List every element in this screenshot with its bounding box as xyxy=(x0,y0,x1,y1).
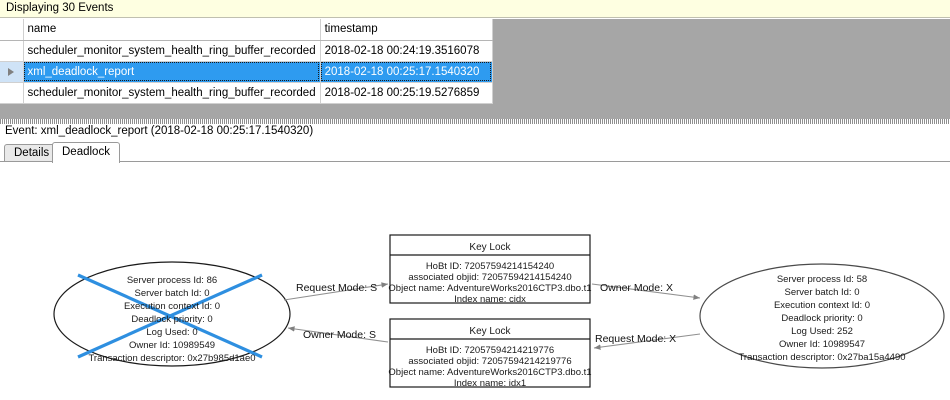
event-header: Event: xml_deadlock_report (2018-02-18 0… xyxy=(0,124,950,141)
row-selector[interactable] xyxy=(0,61,24,83)
survivor-oval xyxy=(699,263,945,369)
resource-lower-line-1: associated objid: 72057594214219776 xyxy=(408,356,571,367)
resource-lower-line-3: Index name: idx1 xyxy=(454,378,526,389)
victim-line-4: Log Used: 0 xyxy=(146,327,197,338)
victim-line-2: Execution context Id: 0 xyxy=(124,301,220,312)
resource-box-lower xyxy=(389,318,591,388)
tab-details[interactable]: Details xyxy=(4,144,60,162)
process-node-survivor[interactable]: Server process Id: 58 Server batch Id: 0… xyxy=(699,263,945,369)
table-row[interactable]: scheduler_monitor_system_health_ring_buf… xyxy=(0,40,493,62)
column-header-timestamp[interactable]: timestamp xyxy=(320,19,493,41)
table-header-row: name timestamp xyxy=(0,19,493,41)
survivor-line-6: Transaction descriptor: 0x27ba15a4490 xyxy=(738,352,905,363)
header-selector-cell xyxy=(0,19,24,41)
resource-upper-line-0: HoBt ID: 72057594214154240 xyxy=(426,261,554,272)
deadlock-graph: Server process Id: 86 Server batch Id: 0… xyxy=(53,234,945,389)
resource-node-key-lock-cidx[interactable]: Key Lock HoBt ID: 72057594214154240 asso… xyxy=(388,234,592,305)
resource-box-upper xyxy=(389,234,591,304)
cell-timestamp[interactable]: 2018-02-18 00:24:19.3516078 xyxy=(320,40,493,62)
tab-strip: Details Deadlock xyxy=(0,142,950,163)
resource-upper-line-3: Index name: cidx xyxy=(454,294,526,305)
row-selector[interactable] xyxy=(0,40,24,62)
edge-label-request-s: Request Mode: S xyxy=(296,282,377,294)
edge-owner-s[interactable] xyxy=(287,326,389,343)
edge-request-x[interactable] xyxy=(593,333,701,350)
resource-lower-line-0: HoBt ID: 72057594214219776 xyxy=(426,345,554,356)
edge-label-request-x: Request Mode: X xyxy=(595,333,676,345)
victim-line-0: Server process Id: 86 xyxy=(127,275,217,286)
table-row[interactable]: scheduler_monitor_system_health_ring_buf… xyxy=(0,82,493,104)
events-grid[interactable]: name timestamp scheduler_monitor_system_… xyxy=(0,19,950,124)
grid-splitter[interactable] xyxy=(0,119,950,124)
resource-upper-line-1: associated objid: 72057594214154240 xyxy=(408,272,571,283)
current-row-triangle-icon xyxy=(8,67,14,76)
events-table: name timestamp scheduler_monitor_system_… xyxy=(0,19,493,104)
resource-lower-line-2: Object name: AdventureWorks2016CTP3.dbo.… xyxy=(388,367,591,378)
edge-owner-x[interactable] xyxy=(591,283,701,300)
survivor-line-1: Server batch Id: 0 xyxy=(785,287,860,298)
resource-upper-line-2: Object name: AdventureWorks2016CTP3.dbo.… xyxy=(388,283,591,294)
victim-line-6: Transaction descriptor: 0x27b985d1ae0 xyxy=(88,353,255,364)
resource-lower-title: Key Lock xyxy=(469,326,511,337)
edge-label-owner-x: Owner Mode: X xyxy=(600,282,673,294)
survivor-line-3: Deadlock priority: 0 xyxy=(781,313,862,324)
deadlock-graph-panel[interactable]: Server process Id: 86 Server batch Id: 0… xyxy=(0,161,950,400)
edge-request-s[interactable] xyxy=(283,282,389,301)
resource-node-key-lock-idx1[interactable]: Key Lock HoBt ID: 72057594214219776 asso… xyxy=(388,318,592,389)
victim-line-1: Server batch Id: 0 xyxy=(135,288,210,299)
row-selector[interactable] xyxy=(0,82,24,104)
resource-upper-title: Key Lock xyxy=(469,242,511,253)
events-banner-text: Displaying 30 Events xyxy=(6,2,114,14)
process-node-victim[interactable]: Server process Id: 86 Server batch Id: 0… xyxy=(53,261,291,367)
survivor-line-5: Owner Id: 10989547 xyxy=(779,339,865,350)
cell-name[interactable]: scheduler_monitor_system_health_ring_buf… xyxy=(23,40,321,62)
cell-timestamp[interactable]: 2018-02-18 00:25:17.1540320 xyxy=(320,61,493,83)
cell-name[interactable]: scheduler_monitor_system_health_ring_buf… xyxy=(23,82,321,104)
survivor-line-2: Execution context Id: 0 xyxy=(774,300,870,311)
victim-line-5: Owner Id: 10989549 xyxy=(129,340,215,351)
cell-name[interactable]: xml_deadlock_report xyxy=(23,61,321,83)
edge-label-owner-s: Owner Mode: S xyxy=(303,329,376,341)
survivor-line-0: Server process Id: 58 xyxy=(777,274,867,285)
event-header-text: Event: xml_deadlock_report (2018-02-18 0… xyxy=(5,125,314,137)
victim-cross-icon xyxy=(77,273,263,359)
tab-deadlock[interactable]: Deadlock xyxy=(52,142,120,163)
victim-line-3: Deadlock priority: 0 xyxy=(131,314,212,325)
survivor-line-4: Log Used: 252 xyxy=(791,326,853,337)
table-row[interactable]: xml_deadlock_report 2018-02-18 00:25:17.… xyxy=(0,61,493,83)
events-banner: Displaying 30 Events xyxy=(0,0,950,18)
column-header-name[interactable]: name xyxy=(23,19,321,41)
cell-timestamp[interactable]: 2018-02-18 00:25:19.5276859 xyxy=(320,82,493,104)
